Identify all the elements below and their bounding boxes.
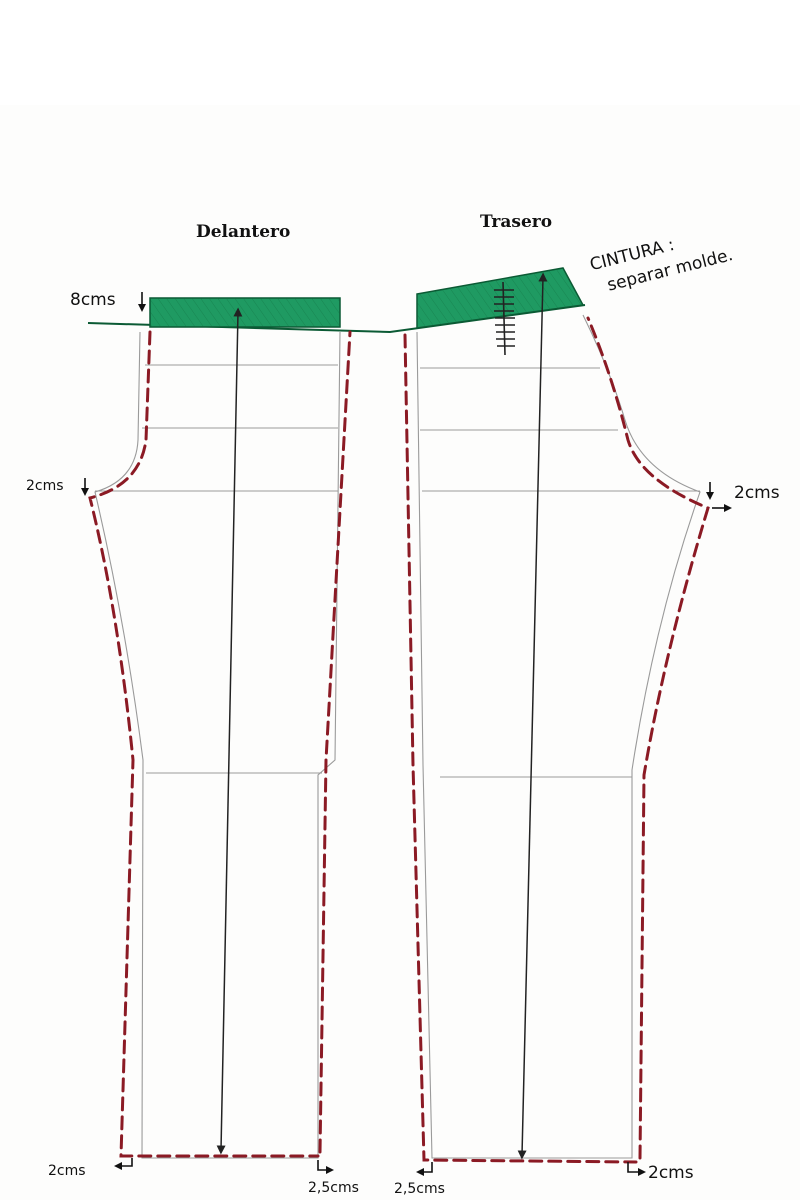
back-hem-right-arrow	[627, 1162, 646, 1176]
back-hem-left-label: 2,5cms	[394, 1181, 445, 1197]
front-crotch-label: 2cms	[26, 478, 64, 494]
front-piece-title: Delantero	[196, 222, 290, 242]
front-pencil-outline	[94, 331, 341, 1159]
back-crotch-label: 2cms	[734, 483, 780, 503]
back-grain-line	[517, 272, 548, 1160]
front-grain-line	[216, 307, 243, 1155]
front-hem-right-arrow	[317, 1160, 334, 1174]
front-hem-left-label: 2cms	[48, 1163, 86, 1179]
front-seam-allowance	[88, 330, 352, 1158]
back-hem-right-label: 2cms	[648, 1163, 694, 1183]
back-seam-allowance	[403, 316, 710, 1164]
back-piece-title: Trasero	[480, 212, 552, 232]
back-pattern-piece	[403, 267, 710, 1164]
front-pattern-piece	[88, 297, 352, 1159]
front-waistband-hatching	[150, 298, 340, 327]
back-hem-left-arrow	[416, 1162, 433, 1176]
front-hem-right-label: 2,5cms	[308, 1180, 359, 1196]
waistband-height-label: 8cms	[70, 290, 116, 310]
paper-sheet	[0, 105, 800, 1200]
back-zipper-mark	[494, 281, 515, 356]
front-hem-left-arrow	[114, 1158, 133, 1170]
